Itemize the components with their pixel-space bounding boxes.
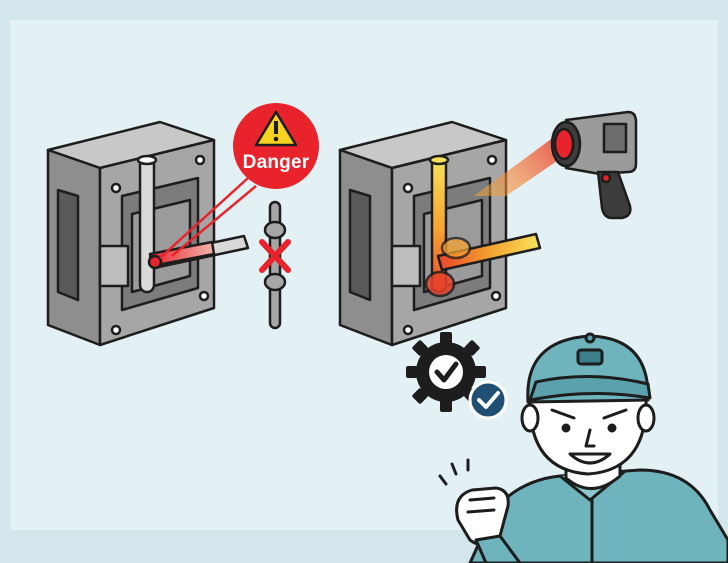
check-icon xyxy=(468,380,508,420)
mold-left xyxy=(46,120,250,347)
danger-label: Danger xyxy=(242,152,310,173)
danger-badge xyxy=(233,103,319,189)
cross-icon xyxy=(259,239,291,273)
worker-illustration xyxy=(438,332,728,563)
danger-pointer xyxy=(159,177,257,259)
gear-check-icon xyxy=(406,332,486,412)
blocked-pipe xyxy=(263,200,287,330)
thermal-camera-icon xyxy=(474,110,638,220)
mold-right xyxy=(338,120,542,347)
